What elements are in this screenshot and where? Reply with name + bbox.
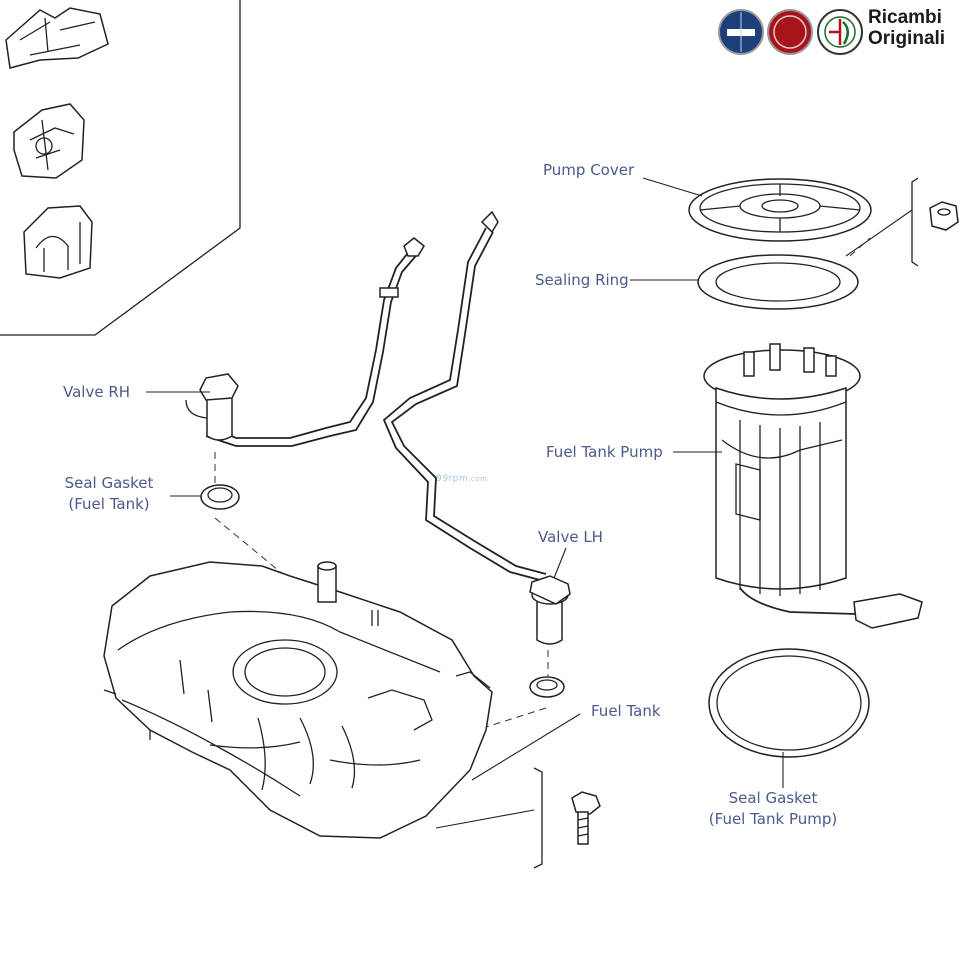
watermark: 99rpm.com (436, 474, 487, 484)
inset-clip-bracket (5, 7, 109, 69)
label-fuel-tank-pump: Fuel Tank Pump (546, 443, 663, 461)
valve-lh-leader (553, 547, 567, 579)
align-line-rh-lower (214, 517, 291, 581)
align-line-cover (849, 237, 871, 257)
bolt-part (571, 791, 601, 845)
watermark-main: 99rpm (436, 474, 469, 484)
inset-border (0, 0, 241, 336)
label-seal-gasket-tank-line2: (Fuel Tank) (68, 495, 150, 513)
label-valve-rh: Valve RH (63, 383, 131, 401)
rh-fuel-line (205, 237, 425, 447)
inset-hose-clip (13, 103, 85, 179)
pump-cover-leader (642, 177, 703, 197)
nut-bracket (911, 177, 919, 267)
brand-title-line2: Originali (868, 28, 946, 49)
fuel-tank-leader (471, 713, 581, 781)
valve-lh-part (529, 575, 571, 645)
lancia-logo (718, 9, 764, 55)
fuel-tank-pump-part (703, 343, 923, 629)
brand-title: Ricambi Originali (868, 7, 945, 49)
label-seal-gasket-pump-line2: (Fuel Tank Pump) (708, 810, 838, 828)
pump-cover-part (688, 178, 872, 242)
bolt-bracket (533, 767, 543, 869)
nut-leader (845, 209, 913, 257)
valve-rh-part (185, 373, 239, 441)
bolt-leader (435, 809, 535, 829)
nut-part (929, 201, 959, 231)
brand-title-line1: Ricambi (868, 7, 942, 28)
label-sealing-ring: Sealing Ring (535, 271, 629, 289)
label-valve-lh: Valve LH (538, 528, 603, 546)
alfa-romeo-logo (817, 9, 863, 55)
inset-pipe-holder (23, 205, 93, 279)
seal-gasket-pump-part (708, 648, 870, 758)
label-seal-gasket-pump-line1: Seal Gasket (728, 789, 818, 807)
watermark-suffix: .com (468, 475, 488, 483)
label-seal-gasket-pump: Seal Gasket (Fuel Tank Pump) (698, 788, 848, 830)
fiat-logo (767, 9, 813, 55)
label-seal-gasket-tank-line1: Seal Gasket (64, 474, 154, 492)
lh-fuel-line (382, 210, 547, 581)
fuel-tank-part (103, 561, 493, 839)
label-seal-gasket-tank: Seal Gasket (Fuel Tank) (58, 473, 160, 515)
sealing-ring-part (697, 254, 859, 310)
seal-gasket-tank-part (200, 484, 240, 510)
label-fuel-tank: Fuel Tank (591, 702, 661, 720)
label-pump-cover: Pump Cover (543, 161, 635, 179)
seal-gasket-lh-part (529, 676, 565, 698)
